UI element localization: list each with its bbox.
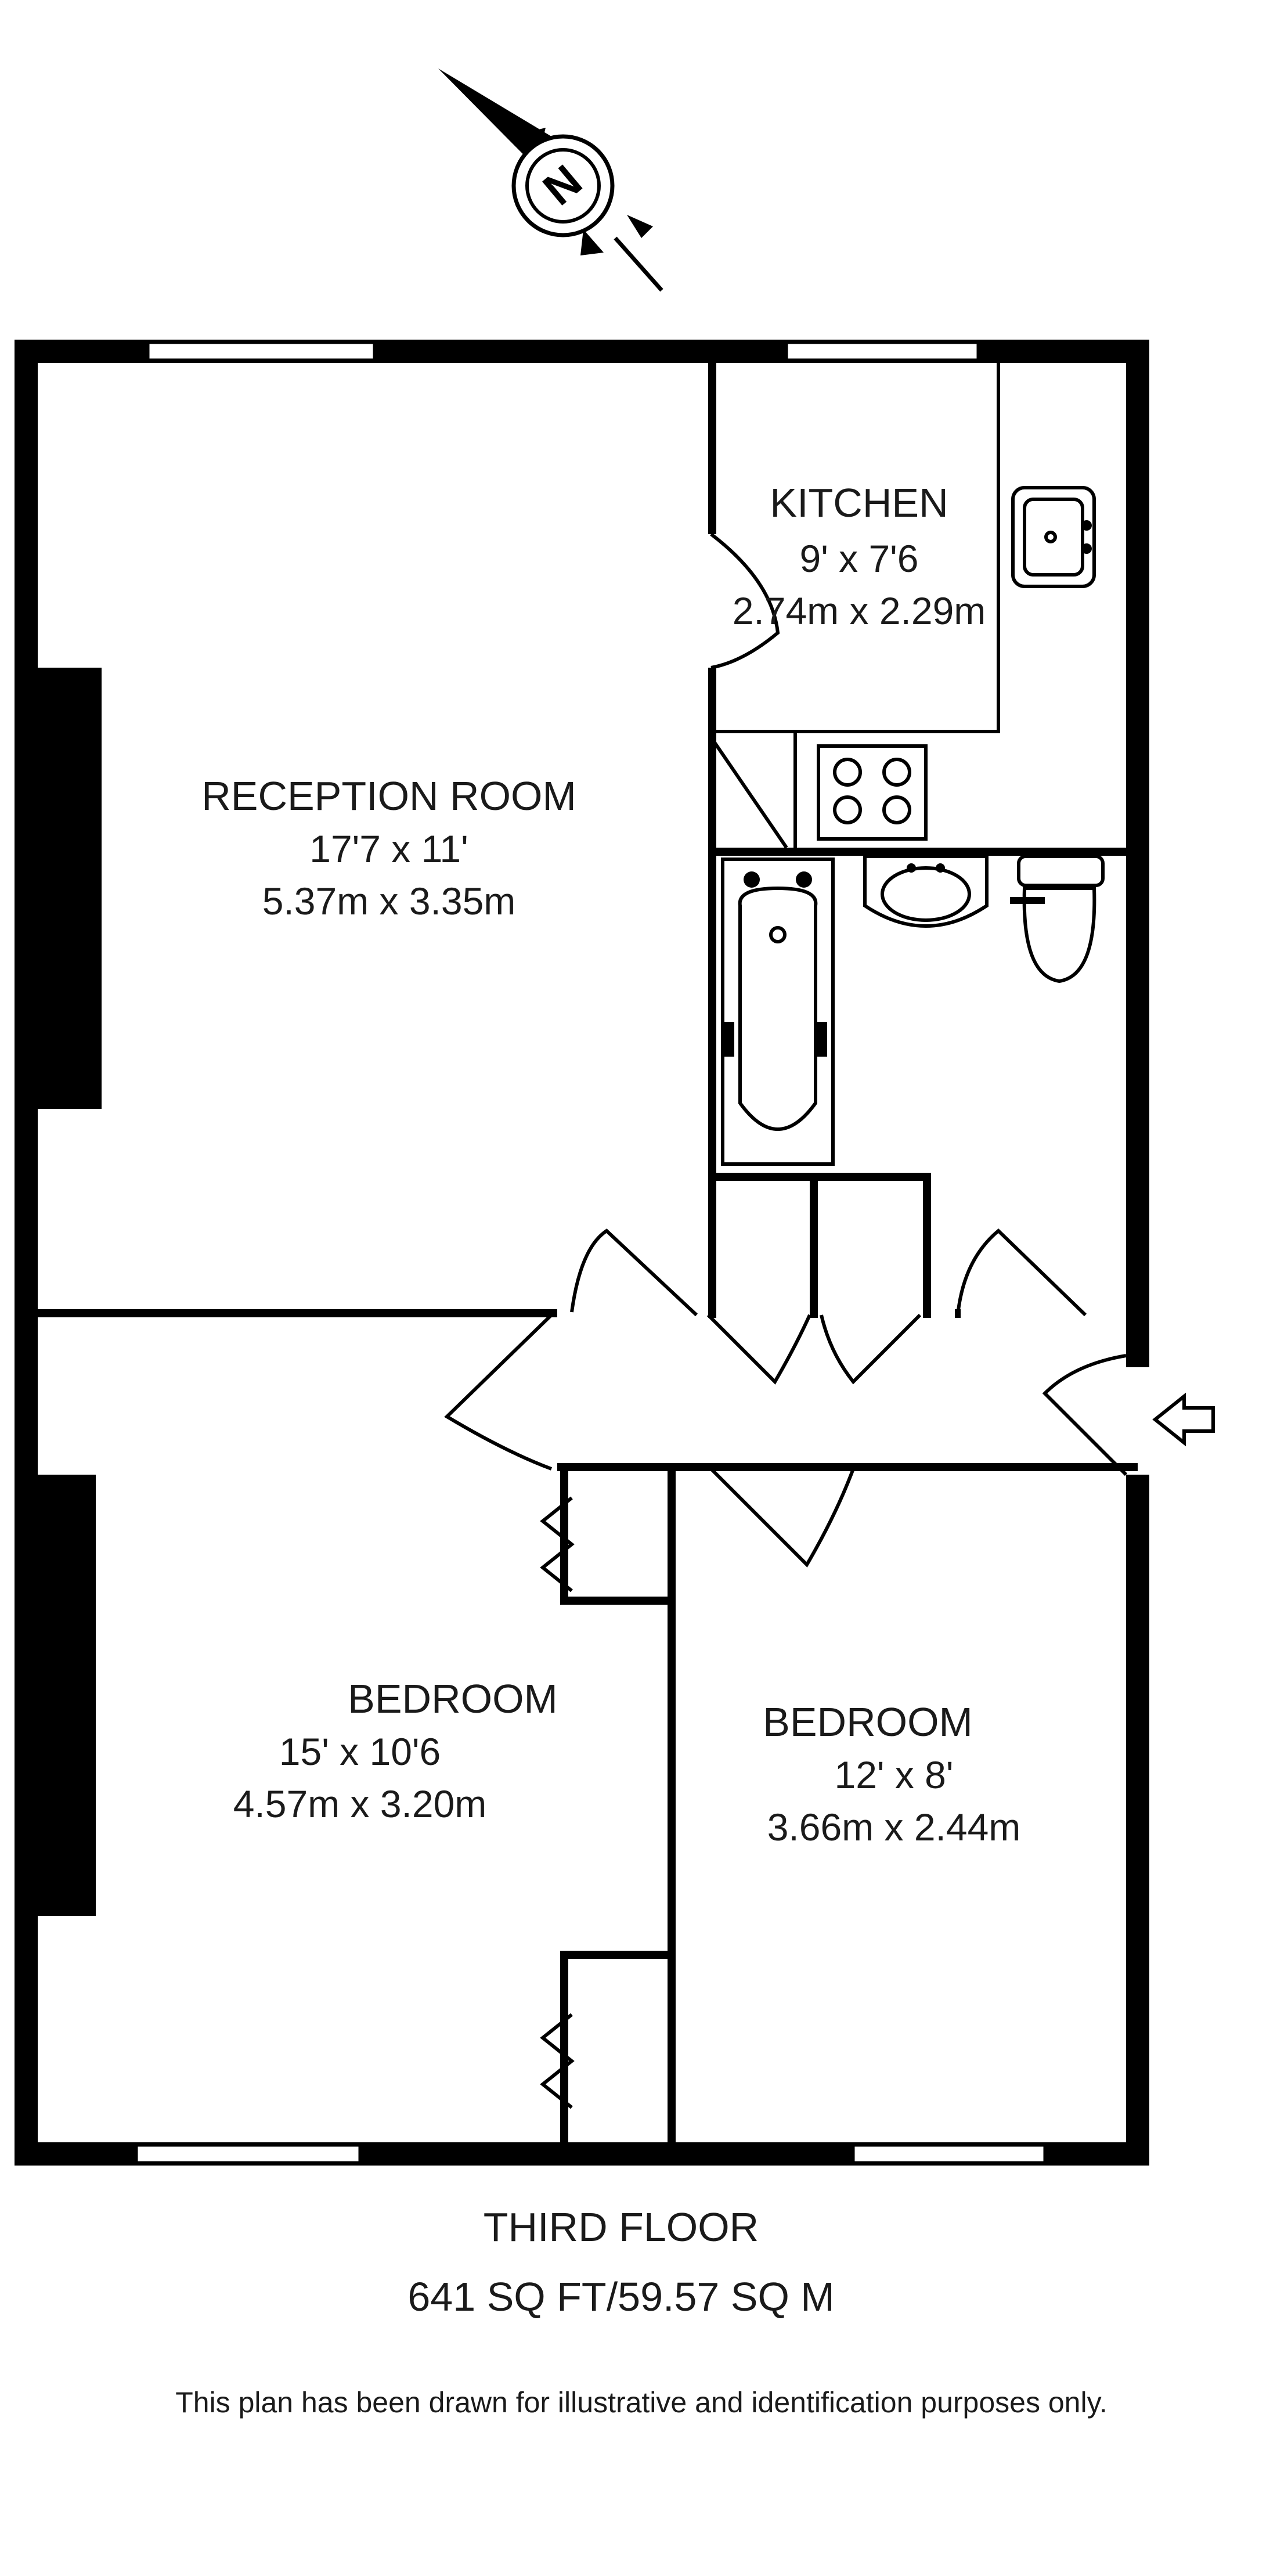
disclaimer: This plan has been drawn for illustrativ… xyxy=(175,2386,1108,2419)
bedroom2-label: BEDROOM 12' x 8' 3.66m x 2.44m xyxy=(763,1699,1020,1849)
kitchen-fittings xyxy=(709,360,1096,849)
reception-label: RECEPTION ROOM 17'7 x 11' 5.37m x 3.35m xyxy=(201,773,576,923)
bedroom1-metric: 4.57m x 3.20m xyxy=(233,1782,487,1825)
reception-name: RECEPTION ROOM xyxy=(201,773,576,819)
internal-walls xyxy=(35,360,1138,2148)
north-compass-icon: N xyxy=(438,69,663,292)
floor-area: 641 SQ FT/59.57 SQ M xyxy=(407,2274,834,2319)
kitchen-name: KITCHEN xyxy=(770,480,948,525)
bedroom2-metric: 3.66m x 2.44m xyxy=(767,1806,1021,1849)
reception-metric: 5.37m x 3.35m xyxy=(262,880,516,923)
bedroom2-imperial: 12' x 8' xyxy=(835,1753,954,1796)
bedroom1-name: BEDROOM xyxy=(348,1676,558,1721)
kitchen-imperial: 9' x 7'6 xyxy=(800,537,919,580)
kitchen-metric: 2.74m x 2.29m xyxy=(733,589,986,632)
bedroom2-name: BEDROOM xyxy=(763,1699,973,1745)
bedroom1-imperial: 15' x 10'6 xyxy=(279,1730,441,1773)
bedroom1-label: BEDROOM 15' x 10'6 4.57m x 3.20m xyxy=(233,1676,558,1825)
bathroom-fittings xyxy=(721,855,1105,1166)
windows xyxy=(135,341,1047,2164)
floor-title: THIRD FLOOR xyxy=(484,2204,759,2250)
entrance-arrow-icon xyxy=(1152,1392,1215,1447)
kitchen-label: KITCHEN 9' x 7'6 2.74m x 2.29m xyxy=(733,480,986,632)
hallway-doors xyxy=(444,1228,1128,2109)
reception-imperial: 17'7 x 11' xyxy=(309,827,468,870)
